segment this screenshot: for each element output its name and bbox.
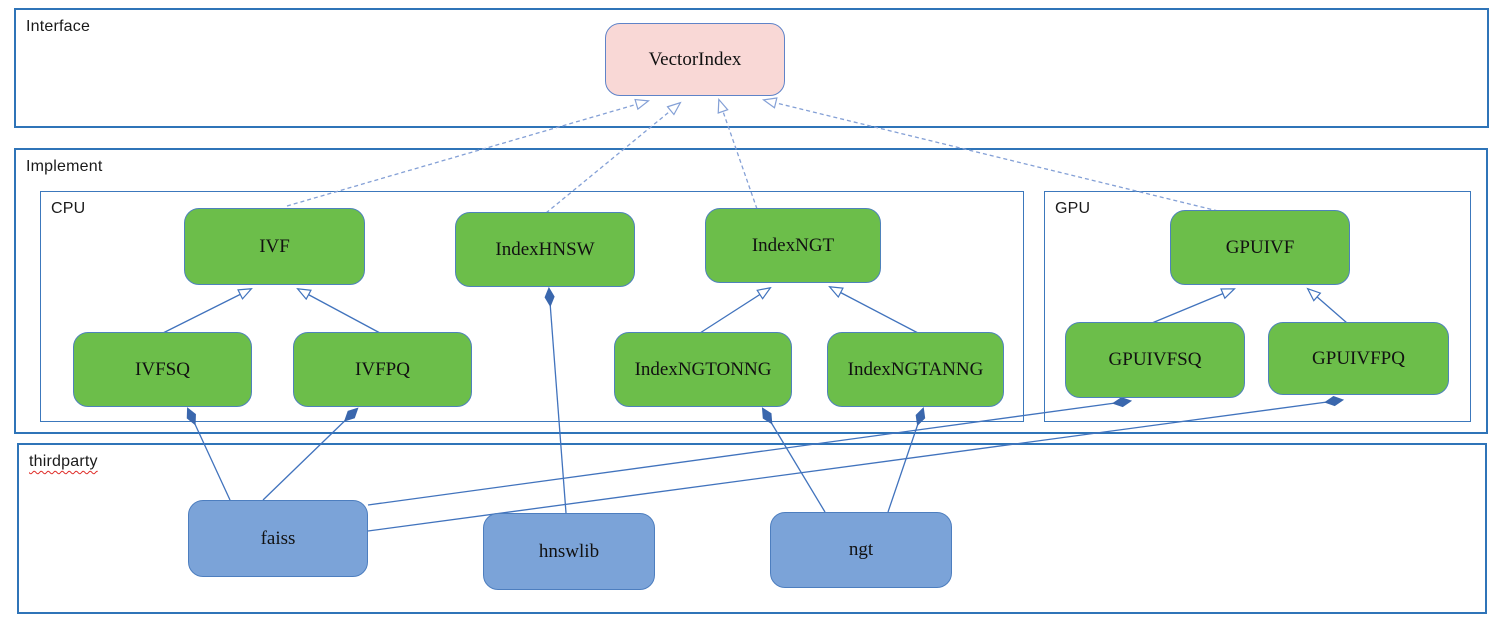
node-faiss-label: faiss bbox=[260, 527, 296, 549]
node-ivfsq-label: IVFSQ bbox=[135, 358, 190, 380]
node-indexngtonng-label: IndexNGTONNG bbox=[634, 358, 772, 380]
node-ivfsq[interactable]: IVFSQ bbox=[73, 332, 252, 407]
node-gpuivfpq[interactable]: GPUIVFPQ bbox=[1268, 322, 1449, 395]
node-gpuivf[interactable]: GPUIVF bbox=[1170, 210, 1350, 285]
section-cpu-label: CPU bbox=[51, 200, 86, 217]
node-indexngtanng[interactable]: IndexNGTANNG bbox=[827, 332, 1004, 407]
node-gpuivfsq-label: GPUIVFSQ bbox=[1108, 349, 1202, 370]
node-vectorindex[interactable]: VectorIndex bbox=[605, 23, 785, 96]
node-ngt-label: ngt bbox=[848, 539, 874, 560]
node-indexngtanng-label: IndexNGTANNG bbox=[847, 358, 984, 380]
section-implement-label: Implement bbox=[26, 158, 103, 175]
section-gpu-label: GPU bbox=[1055, 200, 1091, 217]
node-hnswlib[interactable]: hnswlib bbox=[483, 513, 655, 590]
node-ivfpq-label: IVFPQ bbox=[355, 358, 410, 380]
node-gpuivfpq-label: GPUIVFPQ bbox=[1312, 347, 1405, 369]
node-ivf-label: IVF bbox=[259, 235, 290, 257]
node-indexhnsw-label: IndexHNSW bbox=[495, 238, 595, 260]
node-indexngt[interactable]: IndexNGT bbox=[705, 208, 881, 283]
section-interface-label: Interface bbox=[26, 18, 91, 35]
node-gpuivfsq[interactable]: GPUIVFSQ bbox=[1065, 322, 1245, 398]
node-ivf[interactable]: IVF bbox=[184, 208, 365, 285]
node-faiss[interactable]: faiss bbox=[188, 500, 368, 577]
node-ngt[interactable]: ngt bbox=[770, 512, 952, 588]
node-indexhnsw[interactable]: IndexHNSW bbox=[455, 212, 635, 287]
node-indexngtonng[interactable]: IndexNGTONNG bbox=[614, 332, 792, 407]
node-ivfpq[interactable]: IVFPQ bbox=[293, 332, 472, 407]
node-vectorindex-label: VectorIndex bbox=[648, 48, 742, 70]
node-gpuivf-label: GPUIVF bbox=[1225, 236, 1295, 258]
node-hnswlib-label: hnswlib bbox=[538, 540, 600, 562]
section-thirdparty-label: thirdparty bbox=[29, 453, 98, 470]
node-indexngt-label: IndexNGT bbox=[751, 234, 835, 256]
